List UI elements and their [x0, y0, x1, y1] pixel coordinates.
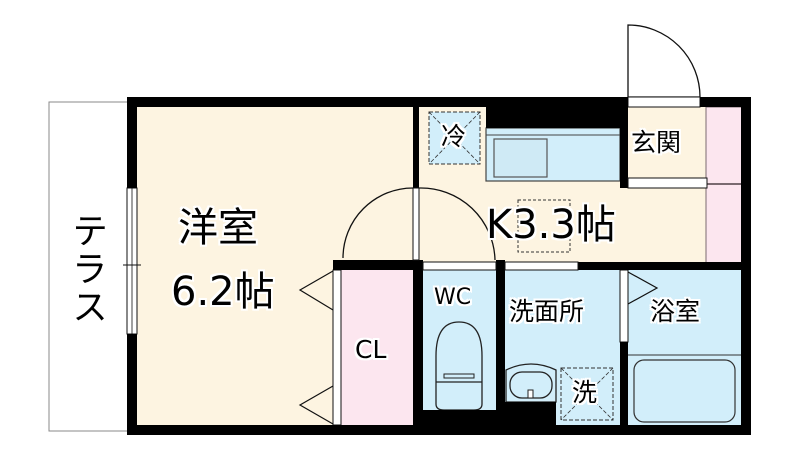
kitchen-sink [493, 138, 548, 178]
bathroom-label: 浴室 [650, 297, 701, 326]
bathtub [633, 359, 736, 423]
closet-floor [341, 270, 413, 425]
bathroom-door[interactable] [627, 271, 659, 305]
walls [127, 97, 751, 435]
wash-basin [505, 363, 557, 403]
entrance-label: 玄関 [631, 128, 682, 157]
closet-door-top[interactable] [298, 270, 334, 311]
washer-label: 洗 [572, 378, 598, 407]
ceiling-mark [517, 199, 571, 253]
western-room-name: 洋室 [178, 205, 258, 251]
entrance-floor [628, 107, 707, 183]
fridge-label: 冷 [441, 122, 467, 151]
western-room-size: 6.2帖 [171, 269, 275, 315]
toilet-door[interactable] [418, 187, 496, 261]
washroom-label: 洗面所 [509, 297, 585, 326]
entrance-door[interactable] [627, 24, 701, 98]
shoe-cabinet [705, 106, 743, 266]
kitchen-label: K3.3帖 [486, 202, 616, 248]
closet-label: CL [355, 335, 387, 364]
terrace-label: テラス [66, 212, 107, 326]
toilet-fixture [435, 321, 483, 411]
closet-door-bottom[interactable] [298, 385, 334, 425]
toilet-label: WC [434, 285, 472, 310]
western-room-door[interactable] [342, 187, 414, 259]
terrace-area [48, 101, 130, 432]
